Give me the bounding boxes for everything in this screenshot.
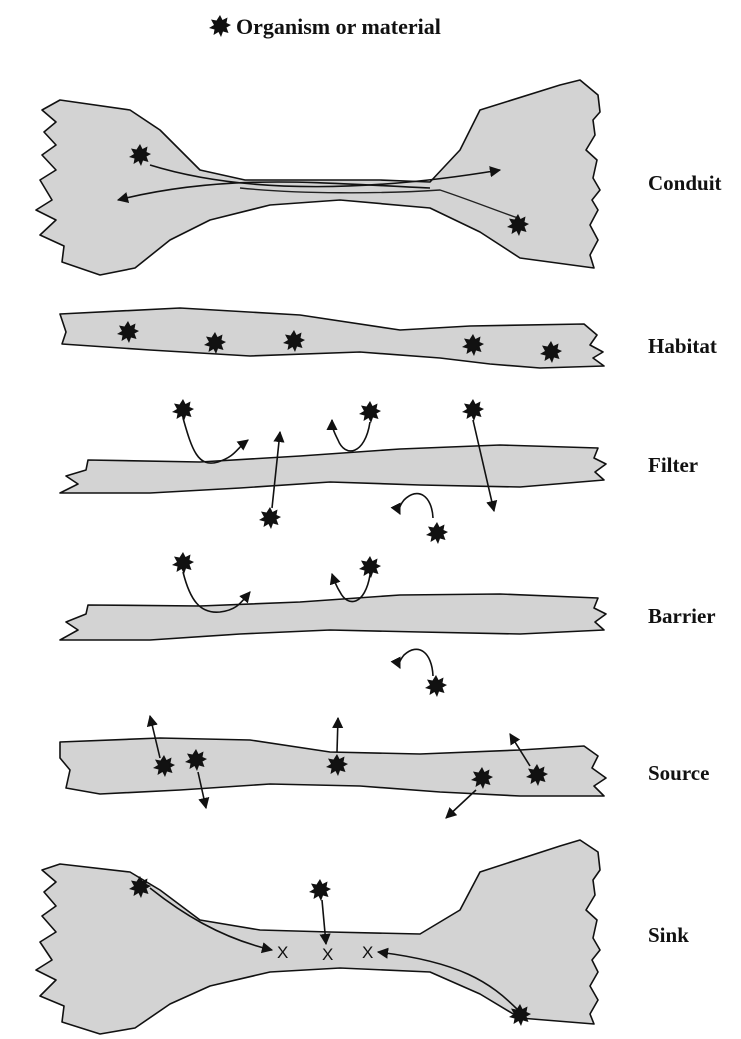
habitat-corridor bbox=[60, 308, 604, 368]
panel-label-source: Source bbox=[648, 761, 709, 785]
organism-icon bbox=[309, 879, 331, 901]
sink-corridor bbox=[36, 840, 600, 1034]
organism-icon bbox=[359, 401, 381, 423]
sink-mark: X bbox=[277, 943, 288, 962]
panel-sink: X X X Sink bbox=[36, 840, 689, 1034]
panel-label-habitat: Habitat bbox=[648, 334, 717, 358]
organism-icon bbox=[359, 556, 381, 578]
panel-conduit: Conduit bbox=[36, 80, 722, 275]
panel-filter: Filter bbox=[60, 399, 698, 544]
organism-icon bbox=[425, 675, 447, 697]
sink-mark: X bbox=[362, 943, 373, 962]
panel-label-filter: Filter bbox=[648, 453, 698, 477]
organism-icon bbox=[209, 15, 231, 37]
filter-corridor bbox=[60, 445, 606, 493]
panel-label-sink: Sink bbox=[648, 923, 689, 947]
organism-icon bbox=[172, 399, 194, 421]
panel-label-barrier: Barrier bbox=[648, 604, 716, 628]
organism-icon bbox=[426, 522, 448, 544]
legend-text: Organism or material bbox=[236, 14, 441, 39]
sink-mark: X bbox=[322, 945, 333, 964]
conduit-corridor bbox=[36, 80, 600, 275]
panel-source: Source bbox=[60, 716, 709, 818]
source-arrow bbox=[337, 718, 338, 752]
panel-barrier: Barrier bbox=[60, 552, 716, 697]
barrier-arrow bbox=[399, 649, 433, 676]
filter-arrow bbox=[332, 420, 370, 451]
organism-icon bbox=[462, 399, 484, 421]
source-arrow bbox=[446, 790, 476, 818]
legend: Organism or material bbox=[209, 14, 441, 39]
organism-icon bbox=[172, 552, 194, 574]
panel-habitat: Habitat bbox=[60, 308, 717, 368]
panel-label-conduit: Conduit bbox=[648, 171, 722, 195]
filter-arrow bbox=[399, 494, 433, 518]
barrier-corridor bbox=[60, 594, 606, 640]
filter-arrow bbox=[183, 418, 248, 463]
organism-icon bbox=[259, 507, 281, 529]
